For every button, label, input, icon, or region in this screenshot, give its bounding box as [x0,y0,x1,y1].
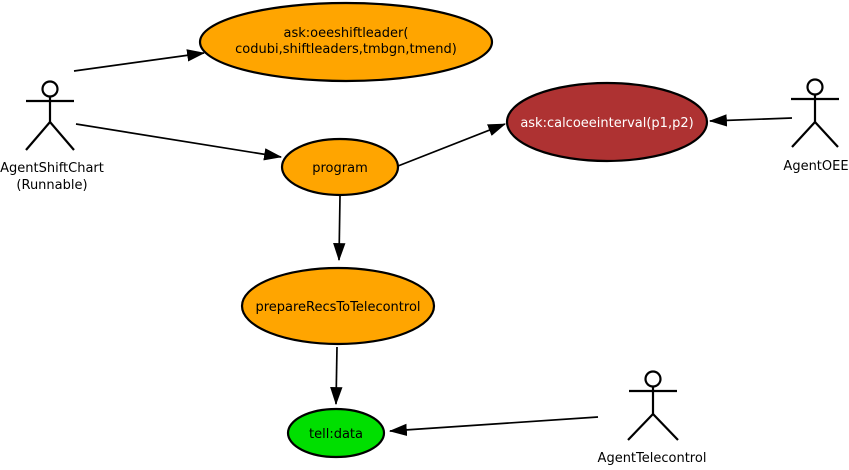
edges [73,49,793,437]
node-tell-data: tell:data [286,407,386,459]
node-calcoeeinterval: ask:calcoeeinterval(p1,p2) [505,81,709,163]
edge-agentoee-to-calcoeeinterval [708,114,793,127]
tell-data-label: tell:data [309,427,363,442]
edge-program-to-calcoeeinterval [397,123,507,167]
prepare-recs-label: prepareRecsToTelecontrol [255,300,420,315]
agent-shift-chart-label-line2: (Runnable) [16,178,87,193]
program-ellipse [280,137,400,197]
agent-telecontrol-label: AgentTelecontrol [598,451,707,466]
calcoeeinterval-label: ask:calcoeeinterval(p1,p2) [520,116,693,131]
person-icon [791,78,839,148]
edge-agenttelecontrol-to-telldata [388,416,599,437]
node-oeeshiftleader: ask:oeeshiftleader( codubi,shiftleaders,… [198,1,494,83]
actor-agent-oee: AgentOEE [783,78,849,174]
oeeshiftleader-ellipse [198,1,494,83]
actor-agent-telecontrol: AgentTelecontrol [598,370,707,466]
agent-oee-label: AgentOEE [783,159,848,174]
node-program: program [280,137,400,197]
node-prepare-recs: prepareRecsToTelecontrol [240,266,436,346]
oeeshiftleader-label-line2: codubi,shiftleaders,tmbgn,tmend) [235,42,457,57]
edge-program-to-preparerecs [333,195,346,262]
agent-shift-chart-label-line1: AgentShiftChart [0,161,104,176]
edge-preparerecs-to-telldata [330,346,343,406]
tell-data-ellipse [286,407,386,459]
edge-agentshiftchart-to-oeeshiftleader [73,49,206,72]
oeeshiftleader-label-line1: ask:oeeshiftleader( [284,26,409,41]
calcoeeinterval-ellipse [505,81,709,163]
edge-agentshiftchart-to-program [75,123,283,161]
actor-agent-shift-chart: AgentShiftChart (Runnable) [0,80,104,193]
person-icon [25,80,75,151]
prepare-recs-ellipse [240,266,436,346]
person-icon [627,370,679,441]
program-label: program [312,161,368,176]
